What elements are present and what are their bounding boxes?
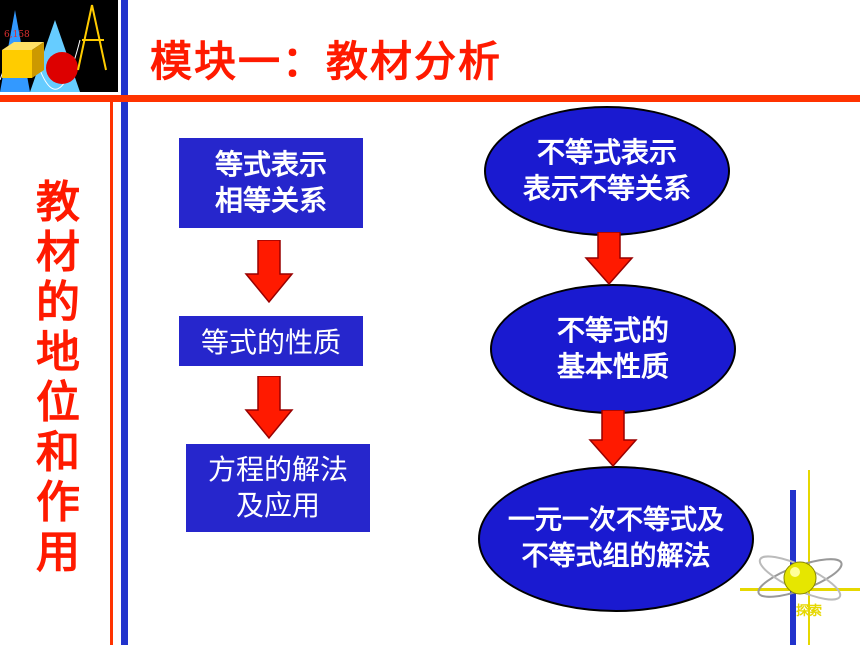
logo: 6,158 (0, 0, 118, 92)
left-box-label: 等式表示 相等关系 (214, 148, 327, 217)
right-ellipse-label: 不等式表示 表示不等关系 (522, 136, 691, 205)
right-ellipse-label: 一元一次不等式及 不等式组的解法 (508, 505, 724, 572)
right-ellipse-inequality-properties: 不等式的 基本性质 (490, 284, 736, 414)
red-horizontal-bar (0, 95, 860, 102)
logo-number: 6,158 (4, 30, 30, 40)
right-ellipse-inequality-solving: 一元一次不等式及 不等式组的解法 (478, 466, 754, 612)
left-box-equation-relation: 等式表示 相等关系 (179, 138, 363, 228)
red-vertical-bar (110, 95, 113, 645)
down-arrow-icon (588, 410, 638, 468)
page-title: 模块一：教材分析 (150, 37, 503, 86)
right-ellipse-label: 不等式的 基本性质 (556, 314, 669, 383)
deco-yellow-line (808, 470, 810, 645)
blue-vertical-bar (121, 0, 128, 645)
down-arrow-icon (244, 240, 294, 304)
left-box-label: 方程的解法 及应用 (207, 453, 348, 522)
down-arrow-icon (244, 376, 294, 440)
right-ellipse-inequality-relation: 不等式表示 表示不等关系 (484, 106, 730, 236)
left-box-label: 等式的性质 (200, 326, 341, 359)
left-box-equation-solving: 方程的解法 及应用 (186, 444, 370, 532)
explore-button[interactable]: 探索 (796, 604, 823, 619)
down-arrow-icon (584, 232, 634, 286)
left-box-equation-properties: 等式的性质 (179, 316, 363, 366)
side-title: 教材的地位和作用 (36, 177, 80, 578)
atom-orbit-icon[interactable] (752, 548, 852, 618)
